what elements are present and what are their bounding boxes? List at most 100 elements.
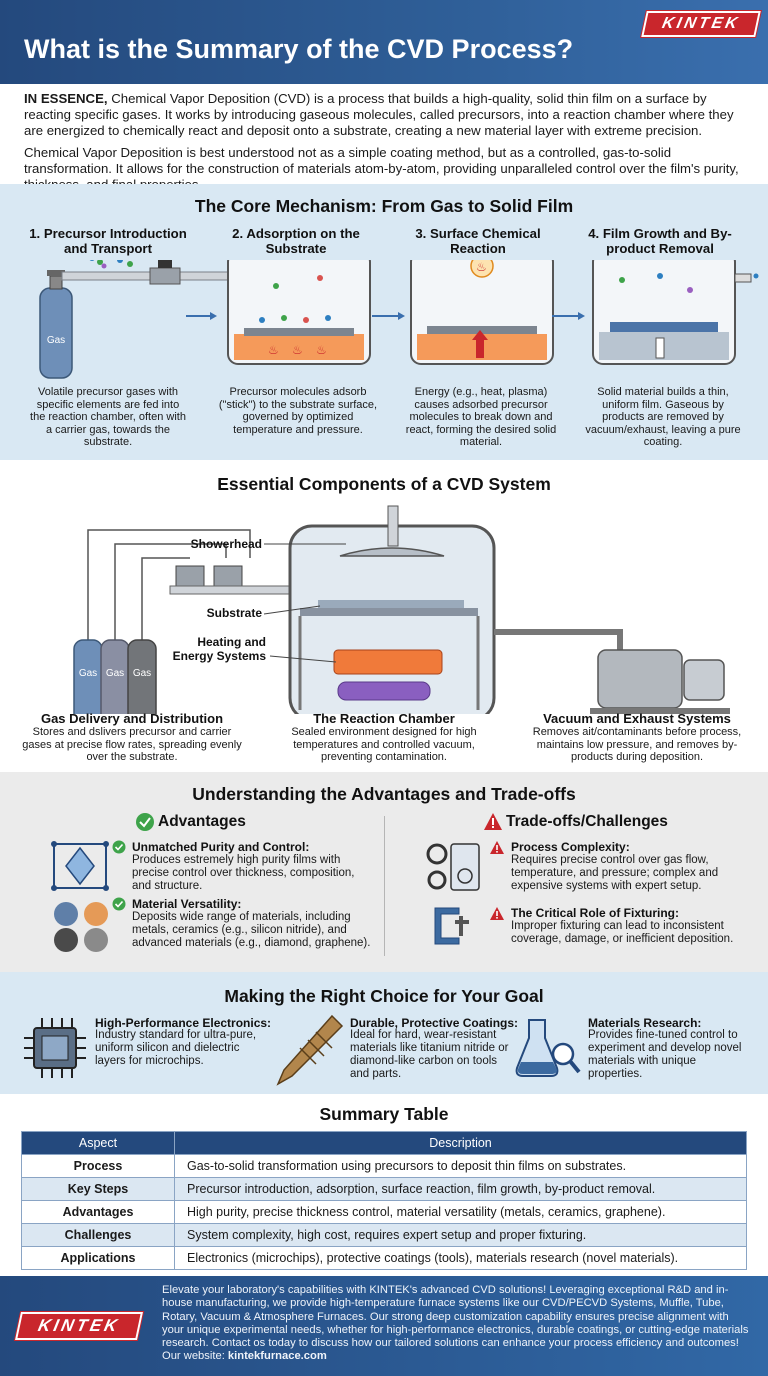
row-aspect: Advantages — [21, 1200, 175, 1224]
gas-label: Gas — [47, 335, 65, 346]
vacuum-exhaust-desc: Removes ait/contaminants before process,… — [532, 726, 742, 763]
adsorption-chamber-icon: ♨ ♨ ♨ — [227, 260, 371, 365]
step-2-title: 2. Adsorption on the Substrate — [232, 226, 360, 256]
mass-flow-controller-icon — [175, 565, 205, 587]
gas-cylinder-icon: Gas — [39, 270, 73, 379]
cyl-gas-3: Gas — [133, 668, 151, 679]
goal-3-title: Materials Research: — [588, 1016, 702, 1030]
row-description: Electronics (microchips), protective coa… — [174, 1246, 747, 1270]
gears-control-panel-icon — [426, 843, 480, 891]
warning-triangle-icon — [484, 813, 502, 830]
vacuum-pump-icon — [590, 649, 730, 714]
check-circle-icon — [136, 813, 154, 831]
components-title: Essential Components of a CVD System — [217, 474, 551, 494]
cvd-system-illustration: Gas Gas Gas — [73, 505, 730, 714]
check-icon — [112, 840, 126, 854]
svg-text:♨: ♨ — [316, 343, 327, 357]
footer: KINTEK Elevate your laboratory's capabil… — [0, 1276, 768, 1376]
adv-2-desc: Deposits wide range of materials, includ… — [132, 911, 371, 949]
challenges-head: Trade-offs/Challenges — [506, 813, 668, 830]
mechanism-section: The Core Mechanism: From Gas to Solid Fi… — [0, 184, 768, 460]
precursor-molecules-icon — [89, 260, 133, 269]
step-4-desc: Solid material builds a thin, uniform fi… — [585, 386, 741, 448]
step-3-desc: Energy (e.g., heat, plasma) causes adsor… — [405, 386, 557, 448]
ch-1-desc: Requires precise control over gas flow, … — [511, 854, 719, 892]
goal-2-desc: Ideal for hard, wear-resistant materials… — [350, 1029, 509, 1080]
header-description: Description — [174, 1131, 747, 1155]
header-aspect: Aspect — [21, 1131, 175, 1155]
page-title: What is the Summary of the CVD Process? — [24, 34, 574, 64]
intro-p1: Chemical Vapor Deposition (CVD) is a pro… — [24, 91, 734, 138]
advantages-head: Advantages — [158, 813, 246, 830]
check-icon — [112, 897, 126, 911]
footer-text: Elevate your laboratory's capabilities w… — [162, 1284, 752, 1364]
row-description: High purity, precise thickness control, … — [174, 1200, 747, 1224]
website-link[interactable]: kintekfurnace.com — [227, 1350, 327, 1363]
warning-icon — [490, 841, 504, 854]
table-header-row: Aspect Description — [21, 1131, 747, 1155]
footer-paragraph: Elevate your laboratory's capabilities w… — [162, 1284, 749, 1350]
substrate-icon — [318, 600, 464, 608]
showerhead-icon — [339, 547, 445, 557]
row-aspect: Key Steps — [21, 1177, 175, 1201]
materials-icon — [54, 902, 108, 952]
vacuum-exhaust-title: Vacuum and Exhaust Systems — [543, 711, 731, 726]
reaction-chamber-diagram — [288, 505, 496, 714]
flask-magnifier-icon — [515, 1019, 581, 1077]
row-aspect: Applications — [21, 1246, 175, 1270]
gas-cylinders-icon: Gas Gas Gas — [73, 639, 157, 714]
step-1-title: 1. Precursor Introduction and Transport — [29, 226, 187, 256]
adv-2-title: Material Versatility: — [132, 897, 242, 911]
mass-flow-controller-icon — [213, 565, 243, 587]
step-1-desc: Volatile precursor gases with specific e… — [30, 386, 186, 448]
step-3-title: 3. Surface Chemical Reaction — [415, 226, 541, 256]
goal-1-title: High-Performance Electronics: — [95, 1016, 272, 1030]
svg-text:♨: ♨ — [476, 260, 487, 274]
components-section: Essential Components of a CVD System Gas… — [0, 460, 768, 772]
film-growth-chamber-icon — [592, 260, 759, 365]
showerhead-label: Showerhead — [190, 537, 262, 551]
heater-icon — [333, 649, 443, 675]
gas-delivery-desc: Stores and dslivers precursor and carrie… — [22, 726, 242, 763]
goal-1-desc: Industry standard for ultra-pure, unifor… — [95, 1029, 257, 1067]
column-divider — [384, 816, 385, 956]
header-banner: What is the Summary of the CVD Process? … — [0, 0, 768, 84]
tradeoffs-section: Understanding the Advantages and Trade-o… — [0, 772, 768, 972]
cyl-gas-1: Gas — [79, 668, 97, 679]
row-description: Gas-to-solid transformation using precur… — [174, 1154, 747, 1178]
ch-1-title: Process Complexity: — [511, 840, 630, 854]
step-2-desc: Precursor molecules adsorb ("stick") to … — [218, 386, 378, 436]
reaction-chamber-desc: Sealed environment designed for high tem… — [291, 726, 477, 763]
intro-lead: IN ESSENCE, — [24, 91, 108, 106]
mechanism-illustration: Gas ♨ ♨ ♨ — [39, 260, 759, 379]
gas-delivery-title: Gas Delivery and Distribution — [40, 711, 224, 726]
reaction-chamber-title: The Reaction Chamber — [313, 711, 455, 726]
goal-3-desc: Provides fine-tuned control to experimen… — [588, 1029, 742, 1080]
row-description: Precursor introduction, adsorption, surf… — [174, 1177, 747, 1201]
goal-2-title: Durable, Protective Coatings: — [350, 1016, 519, 1030]
intro-text: IN ESSENCE, Chemical Vapor Deposition (C… — [24, 91, 754, 199]
kintek-logo-footer[interactable]: KINTEK — [15, 1312, 143, 1340]
crystal-purity-icon — [51, 841, 109, 891]
adv-1-title: Unmatched Purity and Control: — [132, 840, 310, 854]
substrate-label: Substrate — [206, 606, 262, 620]
ch-2-desc: Improper fixturing can lead to inconsist… — [511, 920, 734, 945]
svg-text:♨: ♨ — [292, 343, 303, 357]
goals-title: Making the Right Choice for Your Goal — [224, 986, 544, 1006]
mechanism-title: The Core Mechanism: From Gas to Solid Fi… — [194, 196, 574, 216]
microchip-icon — [24, 1018, 86, 1078]
kintek-logo[interactable]: KINTEK — [641, 11, 761, 37]
intro-paragraph-1: IN ESSENCE, Chemical Vapor Deposition (C… — [24, 91, 754, 139]
coated-drill-bit-icon — [276, 1014, 344, 1086]
step-4-title: 4. Film Growth and By-product Removal — [588, 226, 732, 256]
website-label: Our website: — [162, 1350, 228, 1363]
goals-section: Making the Right Choice for Your Goal Hi… — [0, 972, 768, 1094]
adv-1-desc: Produces estremely high purity films wit… — [132, 854, 355, 892]
ch-2-title: The Critical Role of Fixturing: — [511, 906, 680, 920]
flame-icon: ♨ — [268, 343, 279, 357]
